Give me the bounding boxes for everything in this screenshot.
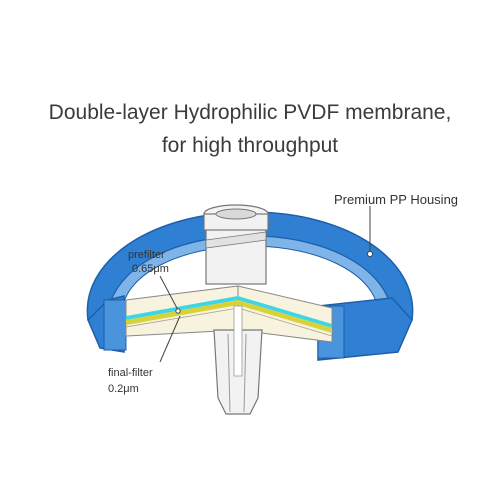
prefilter-label: prefilter — [128, 249, 165, 261]
prefilter-leader-dot — [175, 308, 181, 314]
luer-inlet — [203, 204, 269, 285]
outlet-rib-1 — [227, 333, 231, 413]
title-line-2: for high throughput — [161, 134, 339, 157]
final-filter-leader-line — [159, 315, 181, 363]
prefilter-size-label: 0.65μm — [132, 263, 169, 275]
housing-ring-left-cut — [103, 299, 127, 351]
prefilter-layer — [126, 296, 332, 328]
outlet-tip — [213, 305, 263, 415]
outlet-channel — [233, 305, 243, 377]
inlet-thread — [205, 231, 267, 249]
final-filter-size-label: 0.2μm — [108, 383, 139, 395]
prefilter-leader-line — [159, 275, 179, 311]
inlet-opening — [215, 208, 257, 220]
housing-ring — [86, 211, 414, 361]
final-filter-layer — [126, 300, 332, 333]
membrane-section — [125, 285, 333, 343]
outlet-rib-2 — [243, 333, 247, 413]
housing-label: Premium PP Housing — [334, 192, 458, 207]
final-filter-label: final-filter — [108, 367, 153, 379]
title-line-1: Double-layer Hydrophilic PVDF membrane, — [48, 101, 452, 124]
housing-leader-dot — [367, 251, 373, 257]
diagram-title: Double-layer Hydrophilic PVDF membrane, … — [0, 96, 500, 162]
